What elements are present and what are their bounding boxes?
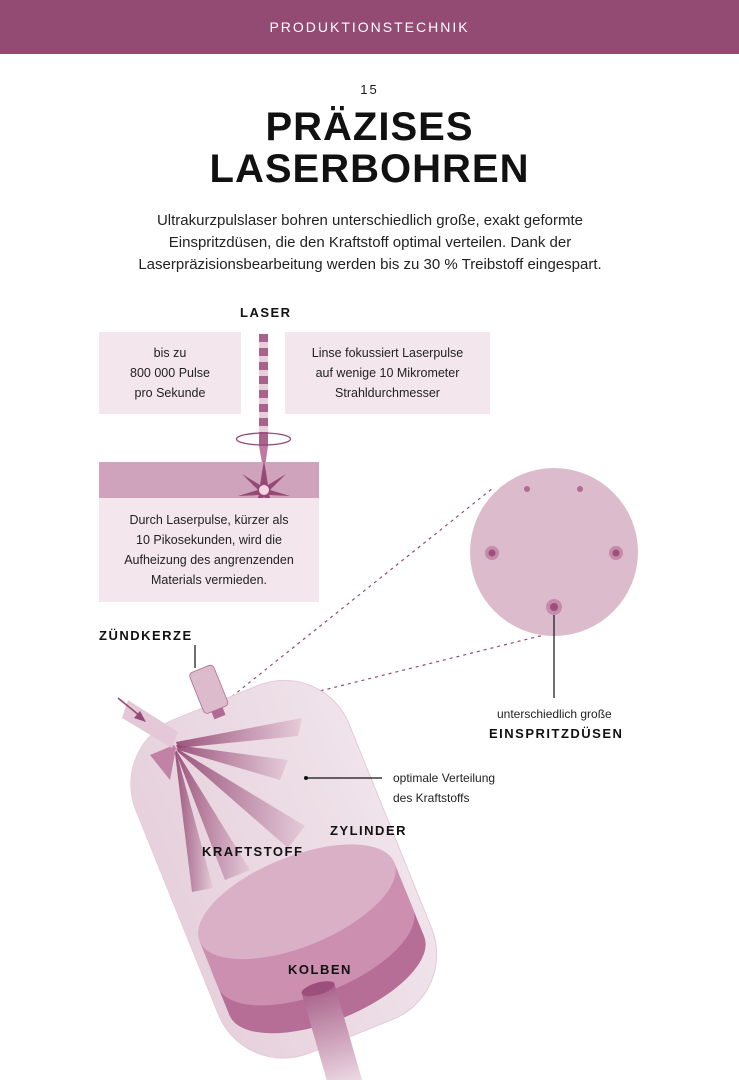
zoom-line-upper <box>209 487 494 715</box>
pulse-rate-line-3: pro Sekunde <box>134 386 206 400</box>
lens-line-1: Linse fokussiert Laserpulse <box>311 346 464 360</box>
title-line-2: LASERBOHREN <box>209 147 530 191</box>
material-line-3: Aufheizung des angrenzenden <box>124 553 294 567</box>
lens-line-2: auf wenige 10 Mikrometer <box>315 366 460 380</box>
drill-spark-icon <box>238 460 290 512</box>
laser-beam <box>259 334 268 474</box>
connecting-rod <box>301 981 365 1080</box>
material-box: Durch Laserpulse, kürzer als 10 Pikoseku… <box>99 498 319 602</box>
lens-box: Linse fokussiert Laserpulse auf wenige 1… <box>285 332 490 414</box>
distribution-label: optimale Verteilung des Kraftstoffs <box>393 768 495 808</box>
pulse-rate-box: bis zu 800 000 Pulse pro Sekunde <box>99 332 241 414</box>
intro-text: Ultrakurzpulslaser bohren unterschiedlic… <box>138 212 602 273</box>
section-title: PRODUKTIONSTECHNIK <box>269 19 470 35</box>
nozzles-caption: unterschiedlich große <box>497 707 612 721</box>
distribution-line-1: optimale Verteilung <box>393 771 496 785</box>
section-header: PRODUKTIONSTECHNIK <box>0 0 739 54</box>
fuel-inlet-arrow-icon <box>117 697 146 722</box>
distribution-line-2: des Kraftstoffs <box>393 791 470 805</box>
nozzles-label: EINSPRITZDÜSEN <box>489 726 624 741</box>
spark-plug <box>189 664 229 720</box>
material-line-4: Materials vermieden. <box>150 573 267 587</box>
fuel-jets <box>150 718 305 892</box>
laser-label: LASER <box>240 305 292 320</box>
nozzle-detail <box>470 468 638 698</box>
page-number: 15 <box>360 82 379 97</box>
spark-plug-label: ZÜNDKERZE <box>99 628 193 643</box>
material-line-2: 10 Pikosekunden, wird die <box>136 533 282 547</box>
lens-line-3: Strahldurchmesser <box>335 386 440 400</box>
lens-ring <box>235 432 292 446</box>
page-title: PRÄZISES LASERBOHREN <box>0 106 739 190</box>
pulse-rate-line-1: bis zu <box>153 346 187 360</box>
piston <box>198 844 426 1034</box>
title-line-1: PRÄZISES <box>265 105 474 149</box>
material-line-1: Durch Laserpulse, kürzer als <box>129 513 289 527</box>
piston-label: KOLBEN <box>288 962 352 977</box>
material-block <box>99 462 319 498</box>
fuel-label: KRAFTSTOFF <box>202 844 304 859</box>
cylinder-label: ZYLINDER <box>330 823 407 838</box>
pulse-rate-line-2: 800 000 Pulse <box>130 366 210 380</box>
